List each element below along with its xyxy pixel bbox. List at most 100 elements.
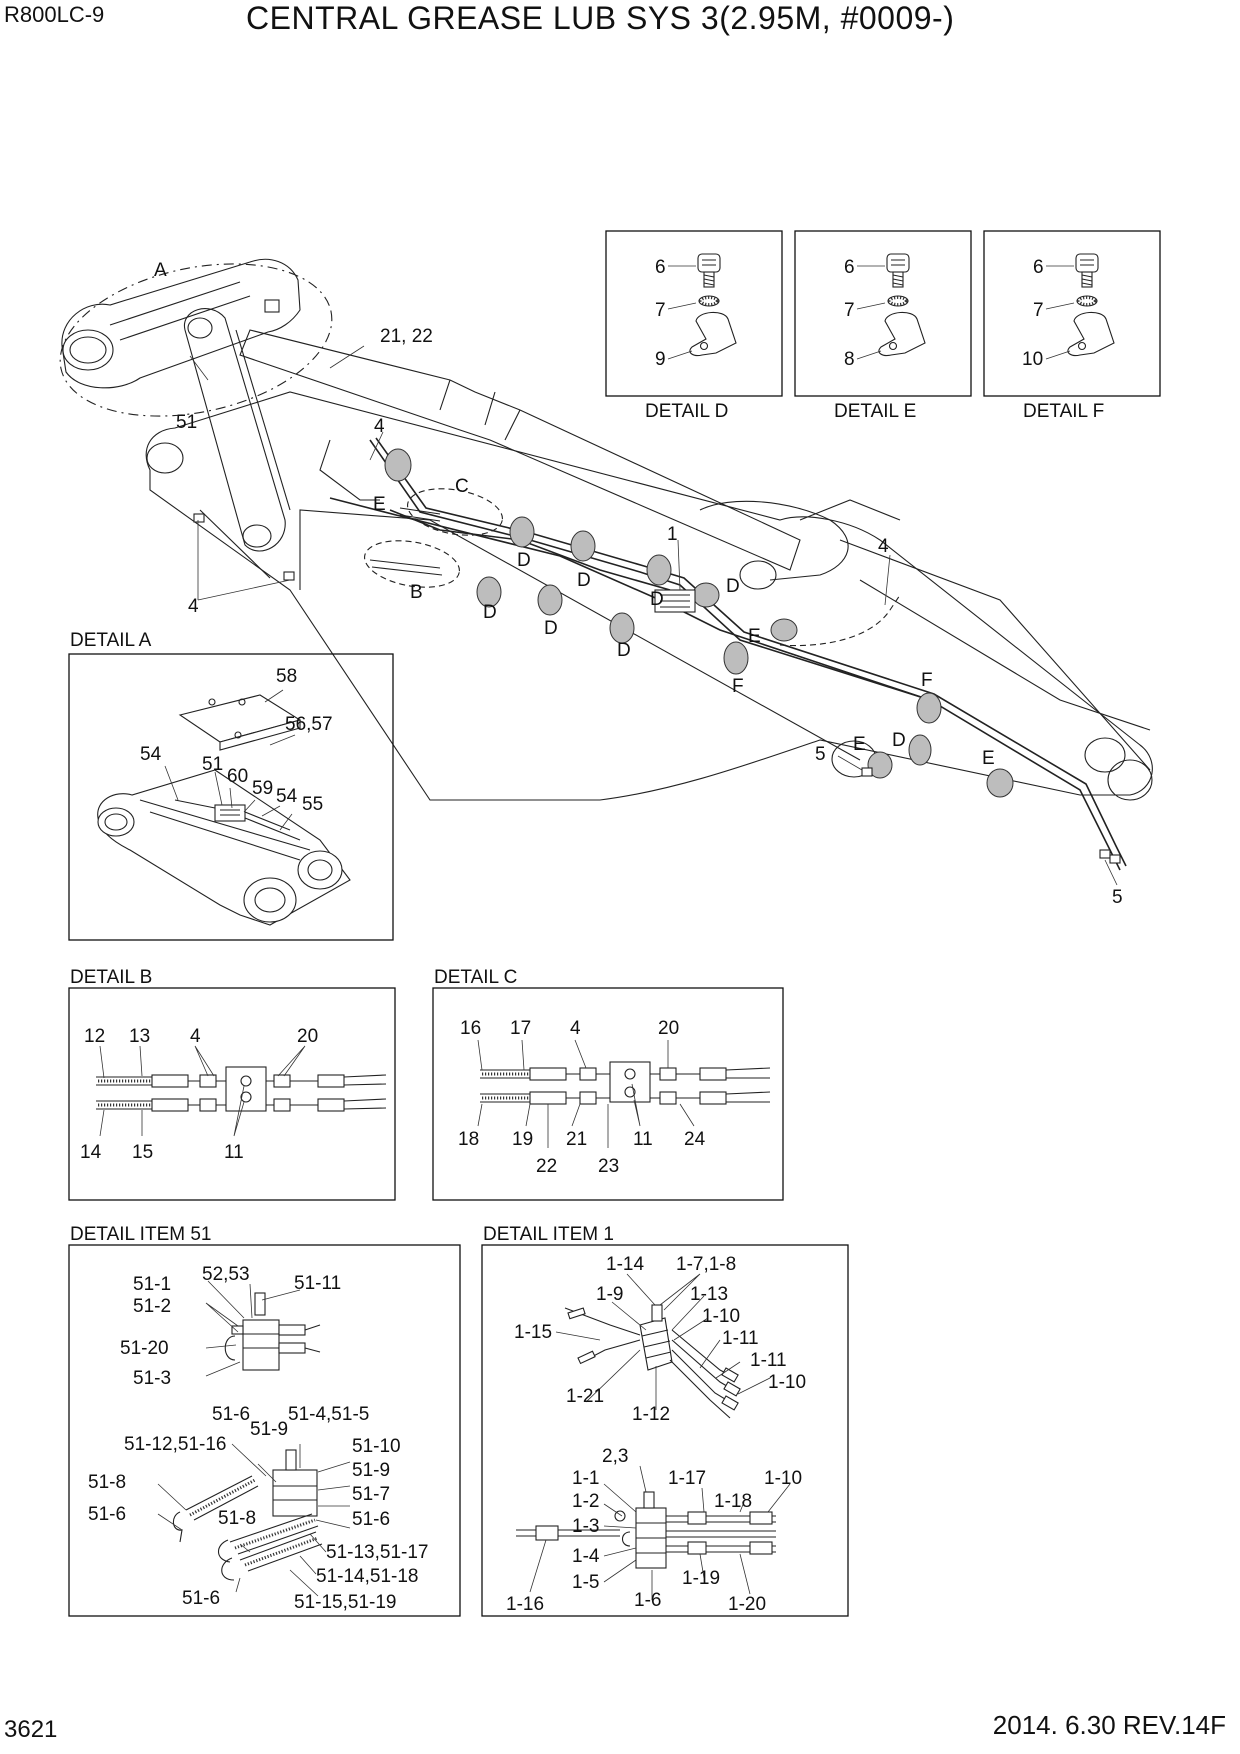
callout-21-22: 21, 22: [380, 326, 433, 347]
callout-1-1: 1-1: [572, 1468, 599, 1489]
callout-13: 13: [129, 1026, 150, 1047]
label-f1: F: [732, 676, 744, 697]
revision-date: 2014. 6.30 REV.14F: [992, 1710, 1226, 1740]
detail-d-title: DETAIL D: [645, 401, 728, 422]
label-d2: D: [577, 570, 591, 591]
callout-54: 54: [140, 744, 162, 765]
callout-1-17: 1-17: [668, 1468, 706, 1489]
detail-e-title: DETAIL E: [834, 401, 916, 422]
callout-1-14: 1-14: [606, 1254, 644, 1275]
callout-10: 10: [1022, 349, 1043, 370]
callout-59: 59: [252, 778, 273, 799]
callout-51: 51: [176, 412, 197, 433]
callout-52-53: 52,53: [202, 1264, 250, 1285]
callout-51-7: 51-7: [352, 1484, 390, 1505]
callout-1-10: 1-10: [702, 1306, 740, 1327]
detail-d-panel: 6 7 9 DETAIL D: [605, 230, 783, 422]
callout-51-12-51-16: 51-12,51-16: [124, 1434, 226, 1455]
detail-a-title: DETAIL A: [70, 630, 152, 651]
callout-4-top: 4: [374, 416, 385, 437]
detail-f-panel: 6 7 10 DETAIL F: [983, 230, 1161, 422]
label-d1: D: [517, 550, 531, 571]
callout-51-2: 51-2: [133, 1296, 171, 1317]
callout-51-8: 51-8: [218, 1508, 256, 1529]
detail-a-outline: [59, 263, 333, 417]
main-view-labels: A 51 21, 22 4 C E D D 1 D D B D D D E F …: [154, 260, 1123, 908]
callout-1-10: 1-10: [764, 1468, 802, 1489]
callout-20: 20: [297, 1026, 318, 1047]
callout-51-6: 51-6: [88, 1504, 126, 1525]
callout-51-14-51-18: 51-14,51-18: [316, 1566, 418, 1587]
callout-1-19: 1-19: [682, 1568, 720, 1589]
callout-7: 7: [1033, 300, 1044, 321]
callout-5-left: 5: [815, 744, 826, 765]
label-d3: D: [726, 576, 740, 597]
callout-1-18: 1-18: [714, 1491, 752, 1512]
callout-51-15-51-19: 51-15,51-19: [294, 1592, 396, 1613]
callout-4: 4: [570, 1018, 581, 1039]
label-e4: E: [982, 748, 995, 769]
callout-15: 15: [132, 1142, 153, 1163]
callout-6: 6: [655, 257, 666, 278]
callout-1-10: 1-10: [768, 1372, 806, 1393]
detail-item-51-title: DETAIL ITEM 51: [70, 1224, 211, 1245]
callout-5-right: 5: [1112, 887, 1123, 908]
callout-51-4-51-5: 51-4,51-5: [288, 1404, 369, 1425]
callout-1-16: 1-16: [506, 1594, 544, 1615]
callout-11: 11: [224, 1142, 244, 1163]
callout-4: 4: [190, 1026, 201, 1047]
callout-58: 58: [276, 666, 297, 687]
callout-16: 16: [460, 1018, 481, 1039]
clamp-markers: [384, 448, 1014, 798]
callout-54: 54: [276, 786, 298, 807]
label-d8: D: [892, 730, 906, 751]
callout-60: 60: [227, 766, 248, 787]
label-d4: D: [650, 589, 664, 610]
detail-c-panel: DETAIL C 16 17 4 20 18 19 21 11 24 22: [432, 967, 784, 1201]
label-e2: E: [748, 626, 761, 647]
detail-c-title: DETAIL C: [434, 967, 517, 988]
model-label: R800LC-9: [4, 2, 105, 27]
callout-51-6: 51-6: [212, 1404, 250, 1425]
detail-e-panel: 6 7 8 DETAIL E: [794, 230, 972, 422]
label-c: C: [455, 476, 469, 497]
callout-23: 23: [598, 1156, 619, 1177]
callout-21: 21: [566, 1129, 587, 1150]
label-d7: D: [617, 640, 631, 661]
callout-7: 7: [844, 300, 855, 321]
callout-17: 17: [510, 1018, 531, 1039]
callout-2-3: 2,3: [602, 1446, 628, 1467]
callout-1-20: 1-20: [728, 1594, 766, 1615]
callout-8: 8: [844, 349, 855, 370]
callout-1-13: 1-13: [690, 1284, 728, 1305]
callout-1-3: 1-3: [572, 1516, 599, 1537]
label-d6: D: [544, 618, 558, 639]
main-boom-view: [59, 258, 1153, 886]
detail-b-panel: DETAIL B 12 13 4 20 14 15 11: [68, 967, 396, 1201]
callout-14: 14: [80, 1142, 102, 1163]
callout-51-3: 51-3: [133, 1368, 171, 1389]
callout-51-9: 51-9: [352, 1460, 390, 1481]
callout-4-bottom: 4: [188, 596, 199, 617]
callout-55: 55: [302, 794, 323, 815]
label-b: B: [410, 582, 423, 603]
detail-item-51-panel: DETAIL ITEM 51 51-1 52,53 51-11 51-2 51-…: [68, 1224, 461, 1617]
callout-9: 9: [655, 349, 666, 370]
label-d5: D: [483, 602, 497, 623]
callout-4-right: 4: [878, 536, 889, 557]
callout-1-11: 1-11: [722, 1328, 759, 1349]
callout-51-1: 51-1: [133, 1274, 171, 1295]
callout-51-11: 51-11: [294, 1273, 341, 1294]
callout-12: 12: [84, 1026, 105, 1047]
callout-1-7-1-8: 1-7,1-8: [676, 1254, 736, 1275]
callout-1-15: 1-15: [514, 1322, 552, 1343]
label-f2: F: [921, 670, 933, 691]
callout-51-20: 51-20: [120, 1338, 169, 1359]
callout-1: 1: [667, 524, 678, 545]
callout-7: 7: [655, 300, 666, 321]
callout-51: 51: [202, 754, 223, 775]
callout-56-57: 56,57: [285, 714, 333, 735]
detail-f-title: DETAIL F: [1023, 401, 1104, 422]
callout-51-6: 51-6: [352, 1509, 390, 1530]
callout-1-4: 1-4: [572, 1546, 600, 1567]
